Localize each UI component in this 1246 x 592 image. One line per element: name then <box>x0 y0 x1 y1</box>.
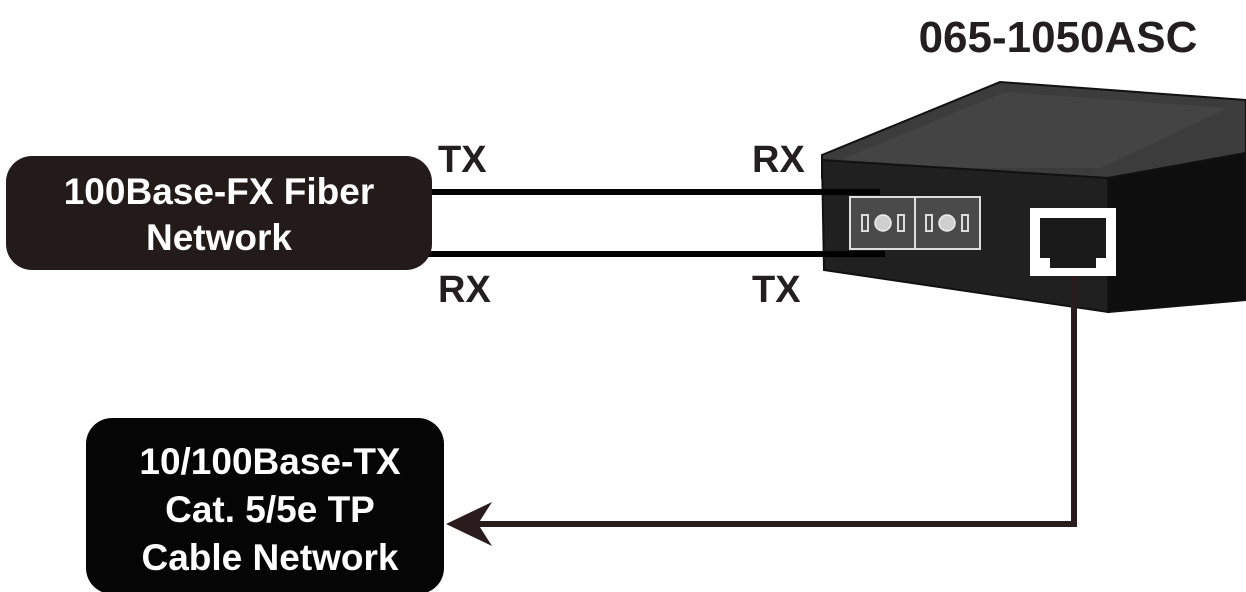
tp-network-label-line3: Cable Network <box>141 537 398 578</box>
fiber-rx-left-label: RX <box>438 269 491 311</box>
fiber-network-label-line1: 100Base-FX Fiber <box>64 171 375 212</box>
device-top-highlight <box>845 92 1228 168</box>
tp-cable-line <box>470 276 1077 527</box>
tp-network-label-line2: Cat. 5/5e TP <box>165 489 375 530</box>
sc-connector-right-icon <box>925 214 969 232</box>
rj45-port-icon <box>1030 208 1116 276</box>
fiber-rx-right-label: RX <box>752 139 805 181</box>
device-side-face <box>1107 151 1246 314</box>
fiber-tx-left-label: TX <box>438 139 487 181</box>
fiber-network-label-line2: Network <box>146 217 292 258</box>
fiber-tx-right-label: TX <box>752 269 801 311</box>
media-converter-device <box>820 80 1246 314</box>
fiber-network-box: 100Base-FX Fiber Network <box>6 156 432 270</box>
device-model-label: 065-1050ASC <box>919 13 1198 62</box>
tp-network-box: 10/100Base-TX Cat. 5/5e TP Cable Network <box>86 418 444 592</box>
sc-connector-left-icon <box>861 214 905 232</box>
tp-cable-arrowhead <box>446 502 492 546</box>
tp-network-label-line1: 10/100Base-TX <box>139 441 401 482</box>
